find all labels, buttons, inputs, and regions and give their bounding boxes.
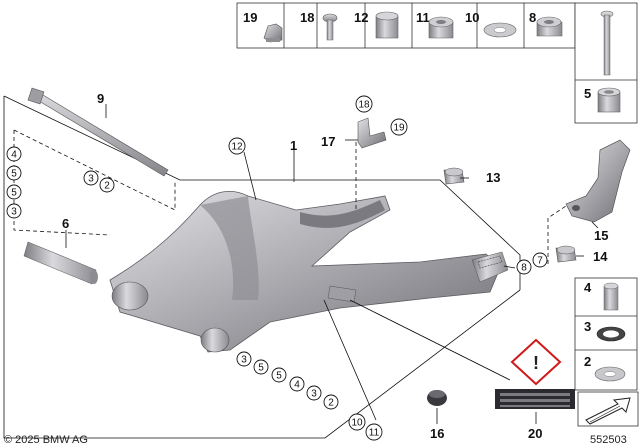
callout-4-bottom: 4	[294, 380, 300, 391]
callout-17: 17	[321, 134, 335, 149]
callout-5-left-a: 5	[11, 169, 17, 180]
side-parts-top: 5	[574, 2, 638, 124]
bracket-17-icon	[357, 117, 387, 149]
assembly-outline	[3, 95, 521, 439]
callout-14: 14	[593, 249, 608, 264]
next-page-arrow-box[interactable]	[577, 391, 639, 427]
header-label-19: 19	[243, 10, 257, 25]
sleeve-icon	[375, 11, 399, 39]
side-parts-bottom: 4 3 2	[574, 277, 638, 391]
callout-10: 10	[351, 418, 363, 429]
spacer-sleeve-icon	[597, 87, 621, 113]
svg-text:!: !	[533, 353, 539, 373]
header-label-12: 12	[354, 10, 368, 25]
callout-15: 15	[594, 228, 608, 243]
header-strip-frame	[236, 2, 576, 49]
callout-19: 19	[393, 123, 405, 134]
callout-9: 9	[97, 91, 104, 106]
bolt-icon	[322, 13, 338, 41]
diagram-number: 552503	[590, 434, 627, 446]
header-parts-strip: 19 18 12 11 10 8 7	[236, 2, 590, 49]
callout-12: 12	[231, 142, 243, 153]
side-label-4: 4	[584, 280, 592, 295]
callout-11: 11	[369, 428, 380, 439]
label-sticker-20	[495, 389, 575, 409]
callout-4-left: 4	[11, 150, 17, 161]
callout-13: 13	[486, 170, 500, 185]
callout-3-bottom: 3	[241, 355, 247, 366]
nut-icon	[536, 16, 563, 37]
callout-2-bottom: 2	[328, 398, 334, 409]
callout-2-upper: 2	[104, 181, 110, 192]
callout-1: 1	[290, 138, 297, 153]
header-label-18: 18	[300, 10, 314, 25]
grommet-16-icon	[427, 390, 447, 406]
long-bolt-icon	[600, 10, 614, 76]
axle-sleeve-icon	[23, 241, 98, 285]
nut-14-icon	[555, 245, 577, 263]
header-label-11: 11	[416, 10, 430, 25]
copyright-text: © 2025 BMW AG	[4, 434, 88, 446]
side-label-2: 2	[584, 354, 591, 369]
callouts: 9 1 6 17 13 14 15 16 20 12 18 19 3 2 4 5…	[6, 91, 608, 441]
axle-bolt-icon	[27, 87, 169, 177]
callout-20: 20	[528, 426, 542, 441]
callout-18: 18	[358, 100, 370, 111]
callout-8: 8	[521, 263, 527, 274]
seal-ring-icon	[596, 326, 626, 342]
callout-5-bottom-b: 5	[276, 371, 282, 382]
nut-13-icon	[443, 167, 465, 185]
washer-icon	[483, 22, 517, 38]
warning-icon: !	[510, 338, 562, 386]
bracket-15-icon	[565, 139, 631, 223]
callout-3-bottom-b: 3	[311, 389, 317, 400]
header-label-8: 8	[529, 10, 536, 25]
callout-5-left-b: 5	[11, 188, 17, 199]
callout-6: 6	[62, 216, 69, 231]
callout-16: 16	[430, 426, 444, 441]
clip-nut-icon	[263, 23, 283, 43]
bushing-icon	[603, 282, 619, 311]
callout-7: 7	[537, 256, 543, 267]
callout-5-bottom-a: 5	[258, 363, 264, 374]
lock-nut-icon	[428, 16, 454, 39]
spacer-washer-icon	[594, 366, 626, 382]
side-label-3: 3	[584, 319, 591, 334]
header-label-10: 10	[465, 10, 479, 25]
swingarm-body	[109, 190, 509, 353]
leader-lines	[65, 104, 599, 424]
callout-3-left: 3	[11, 207, 17, 218]
callout-3-upper: 3	[88, 174, 94, 185]
side-label-5-top: 5	[584, 86, 591, 101]
